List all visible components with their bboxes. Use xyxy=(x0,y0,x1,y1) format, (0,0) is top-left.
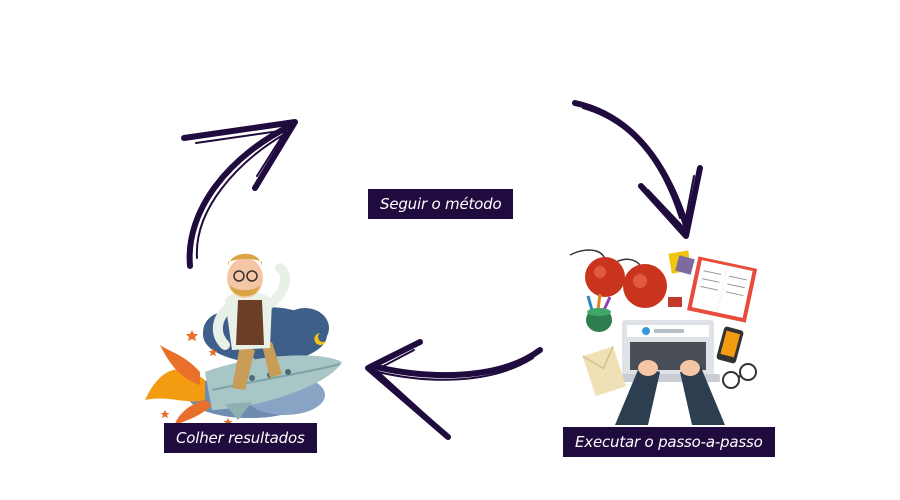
laptop-icon xyxy=(616,320,720,382)
arrow-bottom-left xyxy=(365,339,543,440)
arrow-top-left xyxy=(181,119,298,269)
pen-cup-icon xyxy=(586,293,612,332)
workspace-illustration xyxy=(569,249,758,425)
glasses-icon xyxy=(722,363,757,389)
headphone-right-icon xyxy=(623,264,667,308)
explorer-man-icon xyxy=(212,253,291,390)
notebook-icon xyxy=(687,256,758,323)
label-colher-resultados: Colher resultados xyxy=(164,423,317,453)
envelope-icon xyxy=(582,346,627,397)
headphone-left-icon xyxy=(585,257,625,297)
label-seguir-o-metodo: Seguir o método xyxy=(368,189,514,219)
phone-icon xyxy=(716,326,744,364)
arrow-top-right xyxy=(572,100,703,239)
rocket-explorer-illustration xyxy=(145,253,342,426)
label-executar-o-passo-a-passo: Executar o passo-a-passo xyxy=(563,427,775,457)
moon-icon xyxy=(314,333,326,345)
rocket-flame-icon xyxy=(145,345,212,425)
